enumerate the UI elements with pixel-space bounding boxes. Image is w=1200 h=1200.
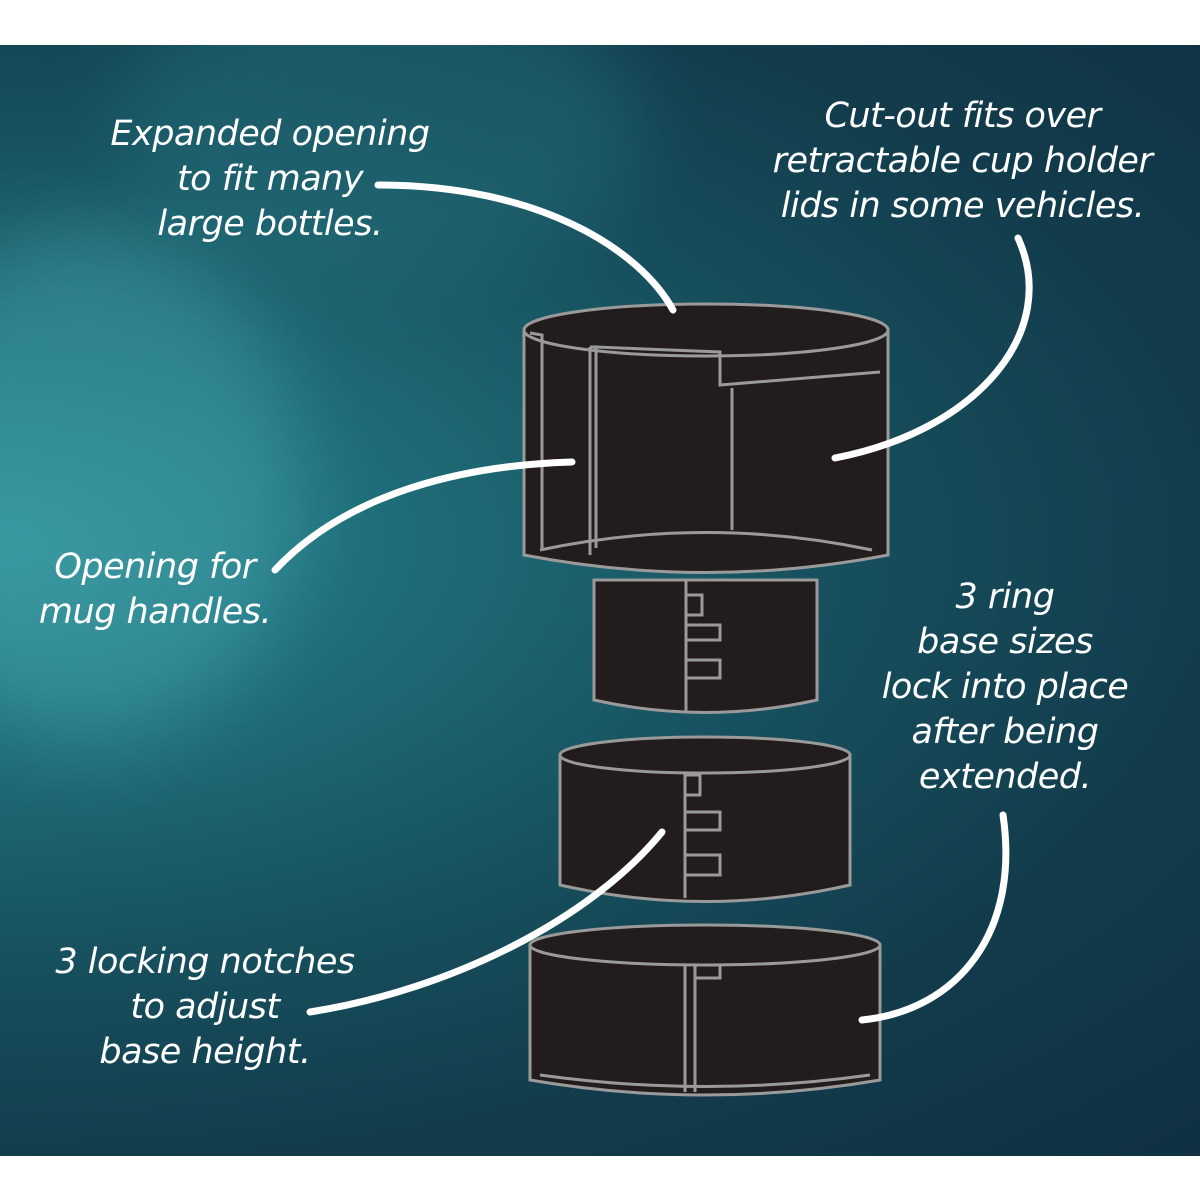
bottom-ring bbox=[528, 923, 882, 1097]
leader-mug-handles bbox=[271, 458, 576, 574]
callout-cut-out: Cut-out fits over retractable cup holder… bbox=[772, 96, 1153, 226]
top-cup bbox=[522, 302, 890, 574]
callout-mug-handles: Opening for mug handles. bbox=[38, 547, 272, 632]
callout-locking-notches: 3 locking notches to adjust base height. bbox=[55, 942, 355, 1072]
leader-ring-base-sizes bbox=[858, 811, 1010, 1024]
leader-cut-out bbox=[831, 234, 1033, 462]
callout-ring-base-sizes: 3 ring base sizes lock into place after … bbox=[881, 577, 1129, 797]
leader-locking-notches bbox=[306, 828, 666, 1016]
cup-neck bbox=[592, 578, 819, 714]
callout-expanded-opening: Expanded opening to fit many large bottl… bbox=[110, 114, 430, 244]
middle-ring bbox=[558, 735, 852, 903]
leader-expanded-opening bbox=[374, 181, 677, 314]
